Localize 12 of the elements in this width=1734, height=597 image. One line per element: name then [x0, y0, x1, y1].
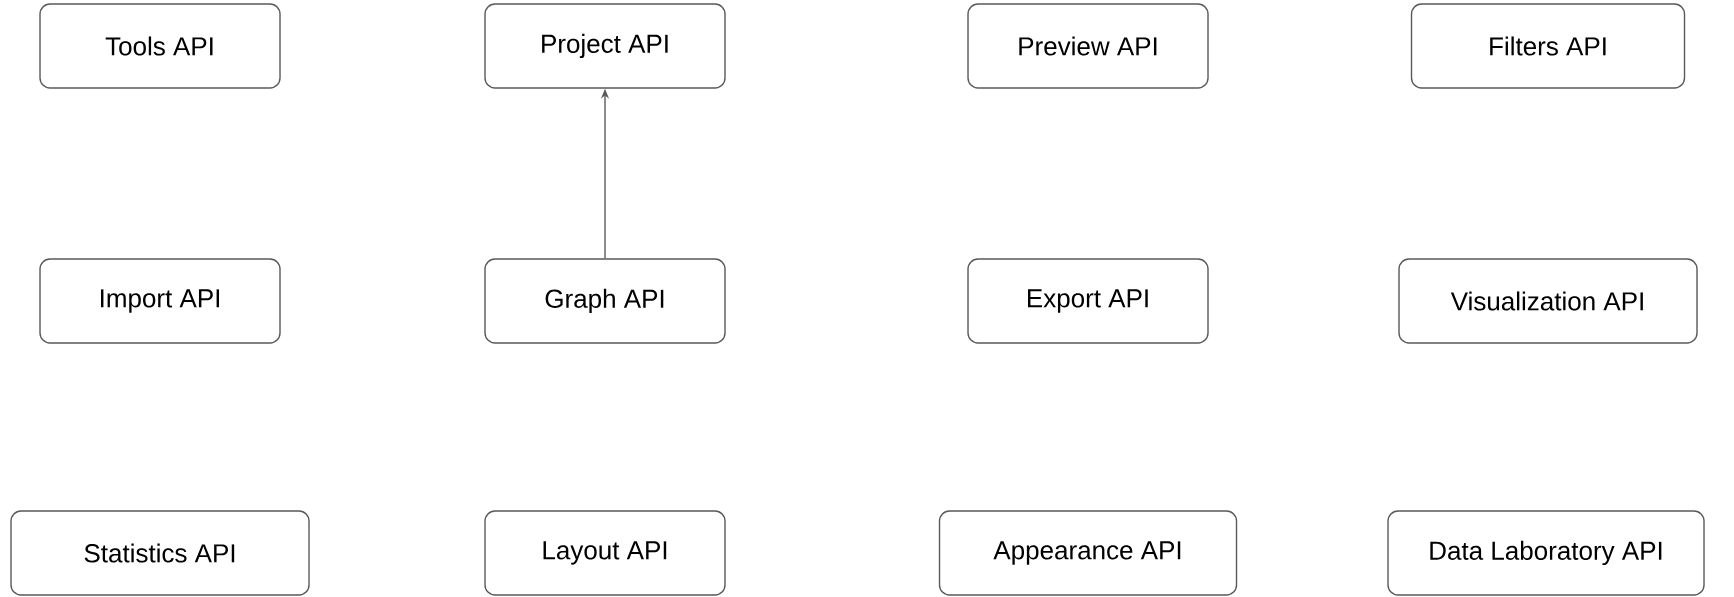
api-box: Project API: [484, 3, 726, 89]
api-box: Appearance API: [938, 510, 1238, 596]
api-box: Filters API: [1410, 3, 1686, 89]
api-box: Preview API: [967, 3, 1209, 89]
api-box: Statistics API: [10, 510, 310, 596]
api-box: Visualization API: [1398, 258, 1698, 344]
api-box: Tools API: [39, 3, 281, 89]
api-box: Graph API: [484, 258, 726, 344]
api-box: Data Laboratory API: [1387, 510, 1705, 596]
api-box: Import API: [39, 258, 281, 344]
api-box: Layout API: [484, 510, 726, 596]
api-box: Export API: [967, 258, 1209, 344]
